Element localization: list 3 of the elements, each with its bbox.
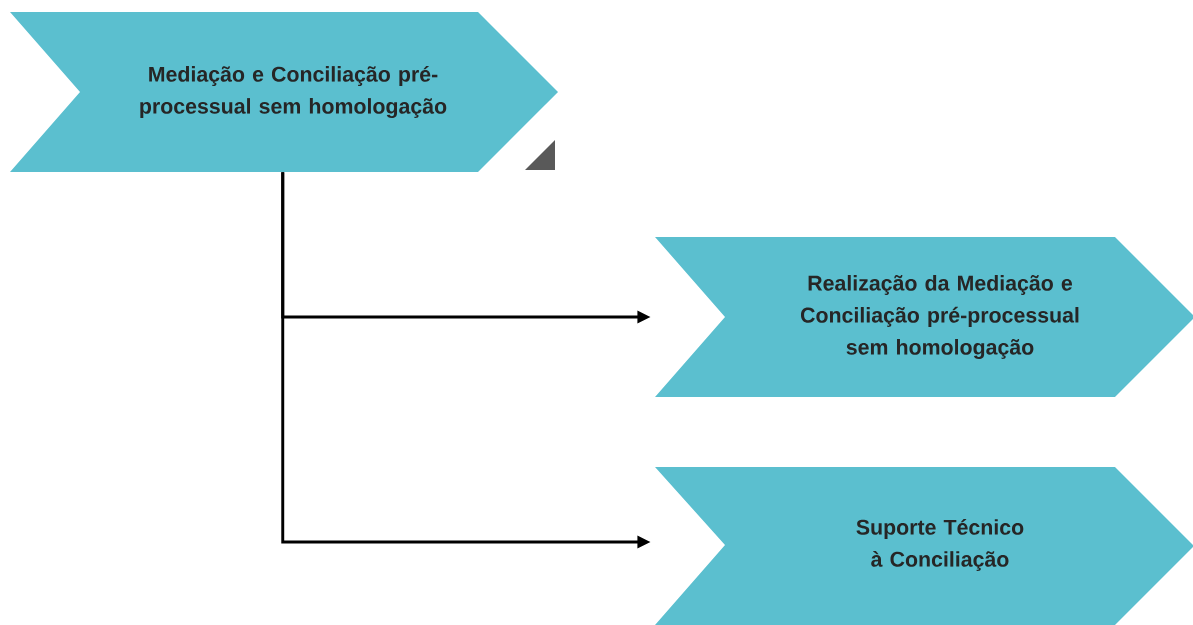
chevron-box: Mediação e Conciliação pré-processual sem homologação xyxy=(10,12,558,172)
chevron-box: Realização da Mediação e Conciliação pré-processual sem homologação xyxy=(655,237,1193,397)
chevron-box: Suporte Técnico à Conciliação xyxy=(655,467,1193,625)
